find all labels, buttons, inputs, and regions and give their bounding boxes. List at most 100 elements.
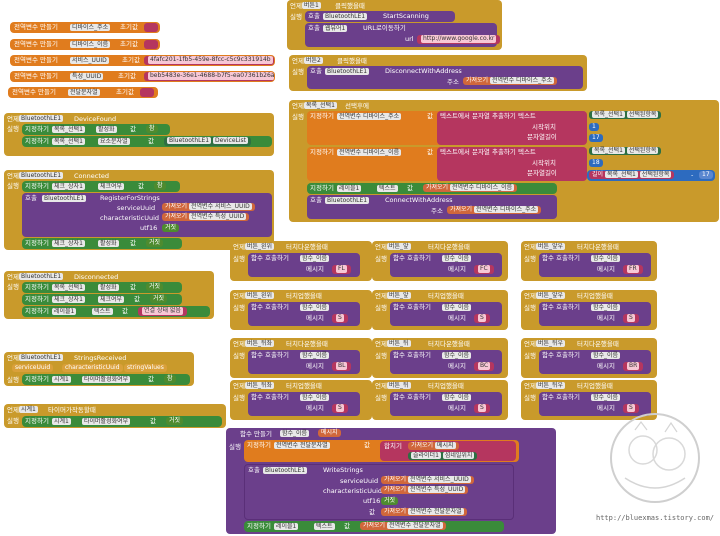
property-dropdown[interactable]: 체크여부 xyxy=(98,296,125,303)
set-block[interactable]: 지정하기 목록_선택1 활성화 값 거짓 xyxy=(22,282,182,293)
string-literal[interactable] xyxy=(140,88,154,97)
var-dropdown[interactable]: 전역변수 특성_UUID xyxy=(189,213,247,220)
procedure-name[interactable]: 함수_이름 xyxy=(280,430,310,437)
component-dropdown[interactable]: 버튼_앞우 xyxy=(536,243,566,250)
call-block[interactable]: 호출 BluetoothLE1 StartScanning xyxy=(305,11,455,22)
event-param[interactable]: characteristicUuid xyxy=(62,364,123,372)
event-param[interactable]: serviceUuid xyxy=(12,364,54,372)
var-dropdown[interactable]: 전역변수 디바이스_주소 xyxy=(337,113,402,120)
component-dropdown[interactable]: 목록_선택1 xyxy=(592,147,625,154)
string-value[interactable]: BC xyxy=(478,362,491,370)
math-minus-block[interactable]: 길이 목록_선택1 선택된항목 - 17 xyxy=(587,170,715,181)
property-dropdown[interactable]: 선택된항목 xyxy=(639,171,672,178)
event-param[interactable]: stringValues xyxy=(124,364,167,372)
event-disconnected[interactable]: 언제 BluetoothLE1 Disconnected 실행 지정하기 목록_… xyxy=(4,271,214,319)
event-button1-click[interactable]: 언제 버튼1 클릭했을때 실행 호출 BluetoothLE1 StartSca… xyxy=(287,0,502,50)
event-button-touch[interactable]: 언제 버튼_뒤우 터치다운했을때 실행 함수 호출하기 함수_이름 메시지 BR xyxy=(521,338,657,378)
set-block[interactable]: 지정하기 체크_상자1 체크여부 값 참 xyxy=(22,181,180,192)
number-length[interactable]: 17 xyxy=(589,134,603,142)
call-procedure-block[interactable]: 함수 호출하기 함수_이름 메시지 FR xyxy=(539,253,651,277)
component-getter[interactable]: 목록_선택1 선택된항목 xyxy=(589,147,662,155)
string-literal[interactable]: beb5483e-36e1-4688-b7f5-ea07361b26a8 xyxy=(144,72,274,81)
event-device-found[interactable]: 언제 BluetoothLE1 DeviceFound 실행 지정하기 목록_선… xyxy=(4,113,274,156)
get-global[interactable]: 가져오기 전역변수 특성_UUID xyxy=(162,213,250,221)
get-global[interactable]: 가져오기 전역변수 전달문자열 xyxy=(381,508,467,516)
var-dropdown[interactable]: 전역변수 전달문자열 xyxy=(274,442,330,449)
component-dropdown[interactable]: 레이블1 xyxy=(274,523,299,530)
property-dropdown[interactable]: 섬네일위치 xyxy=(442,452,475,459)
string-literal[interactable] xyxy=(144,23,158,32)
set-block[interactable]: 지정하기 레이블1 텍스트 값 연결 상태 없음 xyxy=(22,306,210,317)
string-literal[interactable]: http://www.google.co.kr xyxy=(417,35,501,44)
global-name[interactable]: 특성_UUID xyxy=(70,73,104,80)
string-value[interactable]: FR xyxy=(627,265,639,273)
string-literal[interactable]: S xyxy=(474,314,490,323)
var-dropdown[interactable]: 전역변수 디바이스_주소 xyxy=(490,77,555,84)
string-literal[interactable]: FC xyxy=(474,265,494,274)
var-dropdown[interactable]: 전역변수 특성_UUID xyxy=(408,486,466,493)
component-dropdown[interactable]: 목록_선택1 xyxy=(304,102,337,109)
bool-false[interactable]: 거짓 xyxy=(146,283,164,291)
component-getter[interactable]: 목록_선택1 선택된항목 xyxy=(589,111,662,119)
var-dropdown[interactable]: 전역변수 서비스_UUID xyxy=(189,203,252,210)
string-literal[interactable]: BL xyxy=(332,362,352,371)
component-dropdown[interactable]: BluetoothLE1 xyxy=(325,68,370,75)
procedure-dropdown[interactable]: 함수_이름 xyxy=(591,304,621,311)
event-button-touch[interactable]: 언제 버튼_뒤 터치업했을때 실행 함수 호출하기 함수_이름 메시지 S xyxy=(372,380,508,420)
string-value[interactable]: S xyxy=(627,314,635,322)
string-literal[interactable]: S xyxy=(474,404,490,413)
component-dropdown[interactable]: 웹뷰어1 xyxy=(323,25,348,32)
event-button-touch[interactable]: 언제 버튼_뒤 터치다운했을때 실행 함수 호출하기 함수_이름 메시지 BC xyxy=(372,338,508,378)
property-dropdown[interactable]: 선택된항목 xyxy=(626,111,659,118)
component-dropdown[interactable]: 목록_선택1 xyxy=(592,111,625,118)
procedure-dropdown[interactable]: 함수_이름 xyxy=(591,255,621,262)
component-dropdown[interactable]: 레이블1 xyxy=(337,185,362,192)
bool-true[interactable]: 참 xyxy=(164,375,176,383)
call-procedure-block[interactable]: 함수 호출하기 함수_이름 메시지 S xyxy=(390,392,502,416)
event-button-touch[interactable]: 언제 버튼_앞 터치다운했을때 실행 함수 호출하기 함수_이름 메시지 FC xyxy=(372,241,508,281)
procedure-dropdown[interactable]: 함수_이름 xyxy=(442,304,472,311)
bool-false[interactable]: 거짓 xyxy=(381,497,399,505)
call-procedure-block[interactable]: 함수 호출하기 함수_이름 메시지 BL xyxy=(248,350,360,374)
component-getter[interactable]: BluetoothLE1 DeviceList xyxy=(164,137,252,146)
component-dropdown[interactable]: 버튼2 xyxy=(304,57,323,64)
procedure-dropdown[interactable]: 함수_이름 xyxy=(300,255,330,262)
string-literal[interactable]: FR xyxy=(623,265,643,274)
number-17[interactable]: 17 xyxy=(699,171,713,179)
property-dropdown[interactable]: 선택된항목 xyxy=(626,147,659,154)
var-dropdown[interactable]: 전역변수 디바이스_이름 xyxy=(337,149,402,156)
call-block[interactable]: 호출 BluetoothLE1 WriteStrings serviceUuid… xyxy=(244,464,514,520)
string-value[interactable]: S xyxy=(478,314,486,322)
component-dropdown[interactable]: 버튼_왼위 xyxy=(245,243,275,250)
set-block[interactable]: 지정하기 레이블1 텍스트 값 가져오기 전역변수 전달문자열 xyxy=(244,521,504,532)
property-dropdown[interactable]: 체크여부 xyxy=(98,183,125,190)
get-global[interactable]: 가져오기 전역변수 디바이스_주소 xyxy=(447,206,542,214)
property-dropdown[interactable]: 요소문자열 xyxy=(98,138,130,145)
event-button2-click[interactable]: 언제 버튼2 클릭했을때 실행 호출 BluetoothLE1 Disconne… xyxy=(289,55,587,91)
component-dropdown[interactable]: BluetoothLE1 xyxy=(19,115,64,122)
property-dropdown[interactable]: 활성화 xyxy=(98,284,119,291)
var-dropdown[interactable]: 전역변수 전달문자열 xyxy=(408,508,464,515)
string-literal[interactable]: S xyxy=(623,314,639,323)
procedure-dropdown[interactable]: 함수_이름 xyxy=(442,394,472,401)
component-dropdown[interactable]: 버튼_뒤 xyxy=(387,340,411,347)
component-dropdown[interactable]: 시계1 xyxy=(19,406,38,413)
procedure-dropdown[interactable]: 함수_이름 xyxy=(442,255,472,262)
call-block[interactable]: 호출 BluetoothLE1 ConnectWithAddress 주소 가져… xyxy=(307,195,557,219)
get-global[interactable]: 가져오기 전역변수 디바이스_주소 xyxy=(463,77,558,85)
global-name[interactable]: 서비스_UUID xyxy=(70,57,109,64)
component-dropdown[interactable]: 버튼_뒤우 xyxy=(536,340,566,347)
component-dropdown[interactable]: 버튼_앞 xyxy=(387,243,411,250)
string-literal[interactable]: S xyxy=(332,404,348,413)
property-dropdown[interactable]: 타이머활성화여부 xyxy=(82,376,131,383)
event-button-touch[interactable]: 언제 버튼_앞우 터치업했을때 실행 함수 호출하기 함수_이름 메시지 S xyxy=(521,290,657,330)
string-value[interactable]: BL xyxy=(336,362,348,370)
string-value[interactable]: S xyxy=(627,404,635,412)
component-dropdown[interactable]: 체크_상자1 xyxy=(52,296,85,303)
length-block[interactable]: 길이 목록_선택1 선택된항목 xyxy=(589,171,675,179)
bool-false[interactable]: 거짓 xyxy=(166,417,184,425)
component-dropdown[interactable]: 버튼_왼위 xyxy=(245,292,275,299)
set-block[interactable]: 지정하기 시계1 타이머활성화여부 값 거짓 xyxy=(22,416,222,427)
set-block[interactable]: 지정하기 시계1 타이머활성화여부 값 참 xyxy=(22,374,190,385)
get-global[interactable]: 가져오기 전역변수 서비스_UUID xyxy=(162,203,255,211)
